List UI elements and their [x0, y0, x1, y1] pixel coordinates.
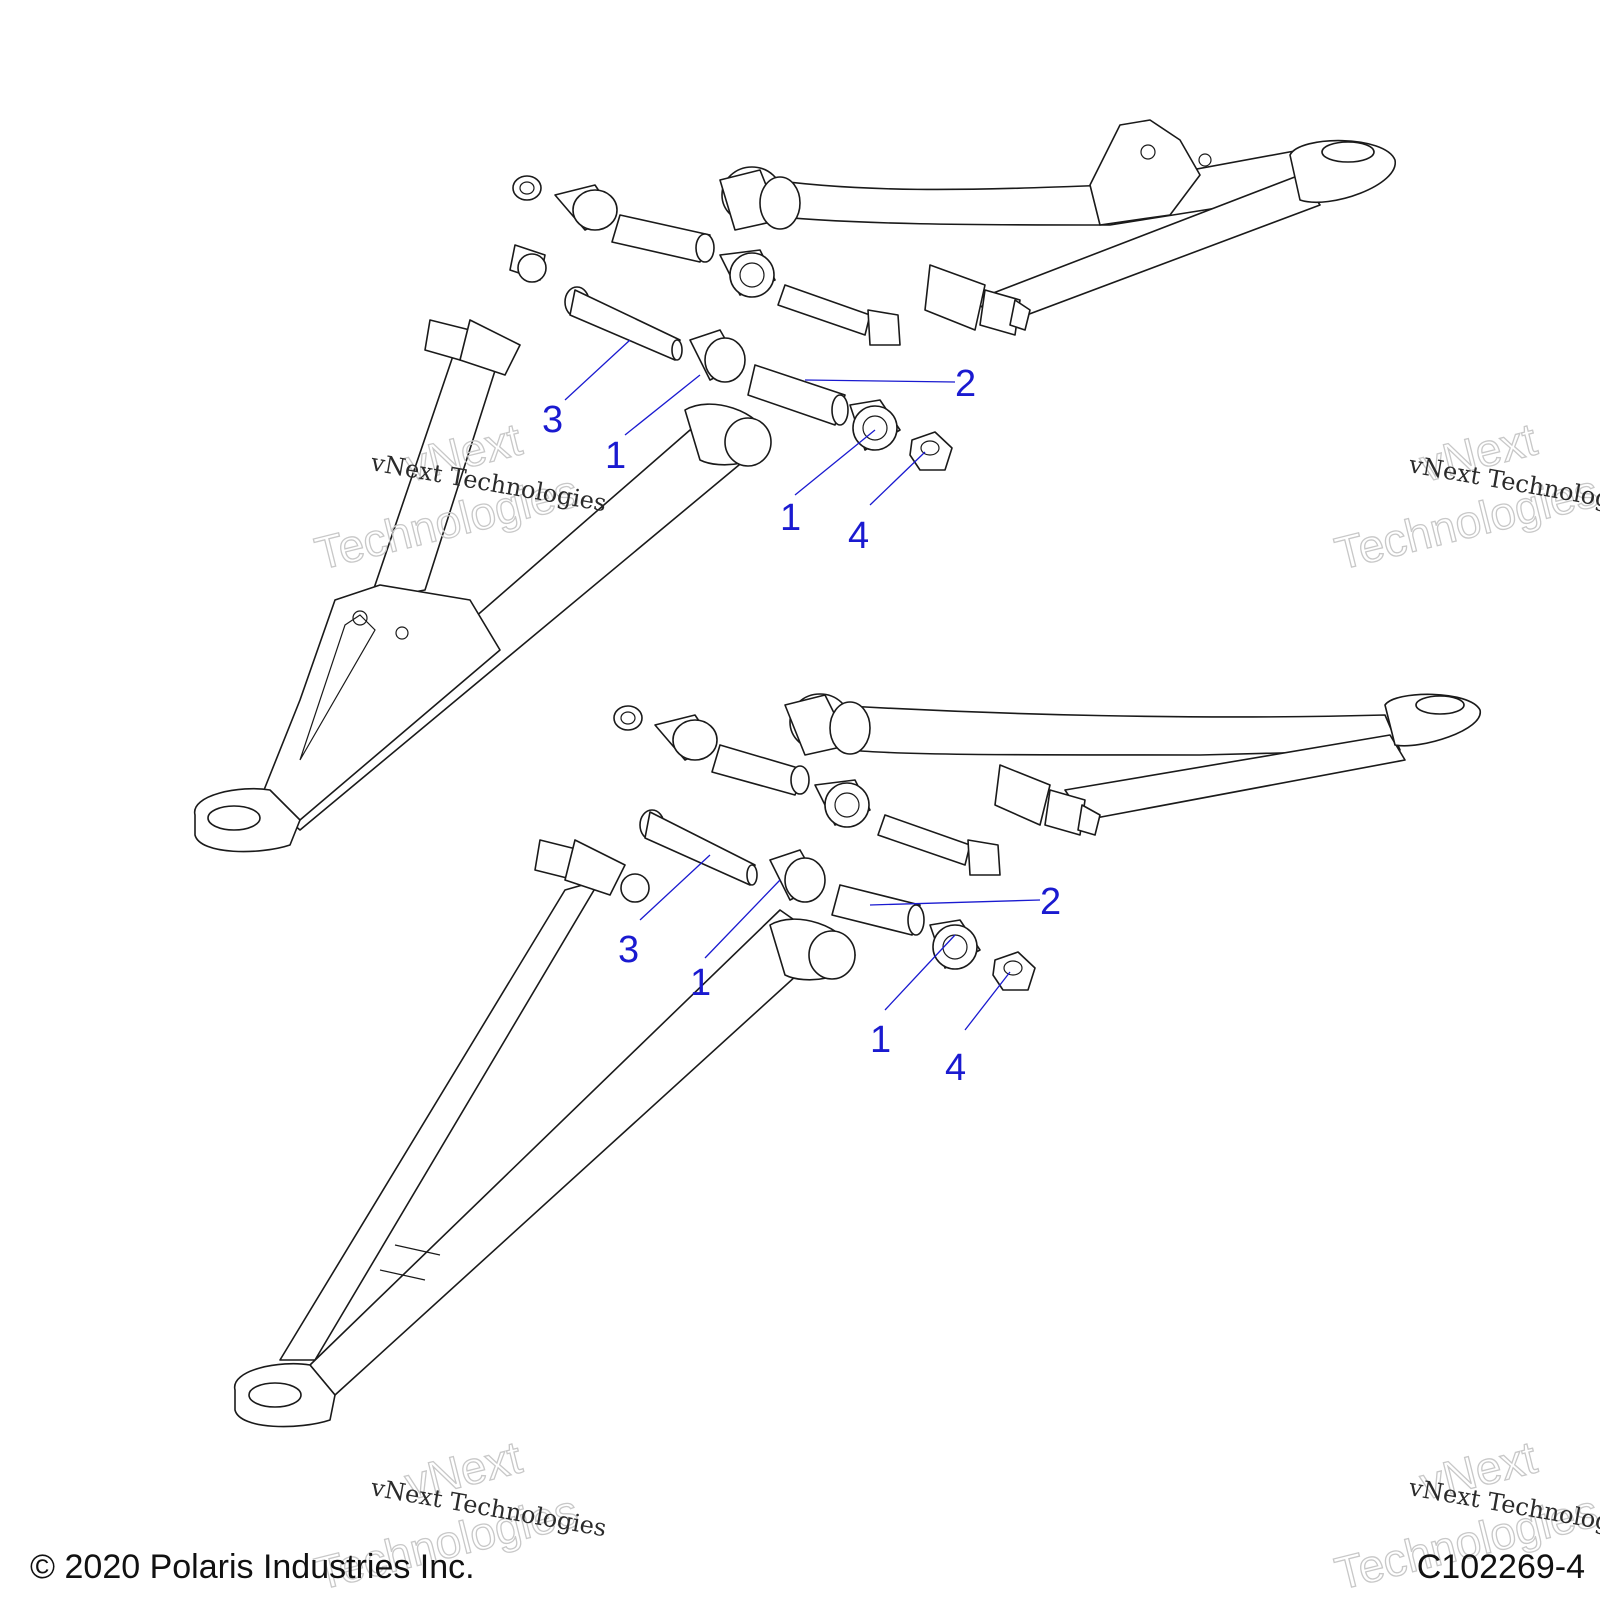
watermark-right-top: vNext Technologies vNext Technologies: [1329, 412, 1600, 580]
watermark-center-bottom: vNext Technologies vNext Technologies: [309, 1430, 608, 1600]
callout-lower-1a: 1: [690, 962, 711, 1004]
lower-leaders: [639, 854, 1041, 1031]
leader-upper-4: [869, 451, 926, 506]
leader-lower-1a: [704, 879, 781, 959]
upper-leaders: [564, 339, 956, 506]
leader-lower-1b: [884, 934, 956, 1011]
leader-upper-1a: [624, 374, 701, 436]
leader-upper-2: [804, 379, 956, 383]
upper-assembly: 3 1 2 1 4: [194, 119, 1396, 853]
leader-lower-3: [639, 854, 711, 921]
upper-front-a-arm: [194, 244, 772, 853]
illustration-id: C102269-4: [1417, 1548, 1585, 1586]
lower-assembly: 3 1 2 1 4: [234, 693, 1481, 1428]
lower-front-a-arm: [234, 839, 856, 1428]
lower-callouts: 3 1 2 1 4: [618, 881, 1061, 1089]
upper-callouts: 3 1 2 1 4: [542, 363, 976, 557]
leader-lower-2: [869, 899, 1041, 906]
callout-upper-2: 2: [955, 363, 976, 405]
callout-lower-4: 4: [945, 1047, 966, 1089]
callout-upper-1b: 1: [780, 497, 801, 539]
lower-rear-a-arm: [784, 693, 1481, 836]
callout-upper-3: 3: [542, 399, 563, 441]
copyright-text: © 2020 Polaris Industries Inc.: [30, 1548, 475, 1586]
upper-hardware-top-row: [512, 175, 901, 346]
callout-lower-2: 2: [1040, 881, 1061, 923]
callout-upper-1a: 1: [605, 435, 626, 477]
callout-lower-1b: 1: [870, 1019, 891, 1061]
lower-hardware-top-row: [613, 705, 1001, 876]
leader-upper-1b: [794, 429, 876, 496]
upper-rear-a-arm: [719, 119, 1396, 336]
leader-lower-4: [964, 971, 1011, 1031]
callout-upper-4: 4: [848, 515, 869, 557]
leader-upper-3: [564, 339, 631, 401]
callout-lower-3: 3: [618, 929, 639, 971]
